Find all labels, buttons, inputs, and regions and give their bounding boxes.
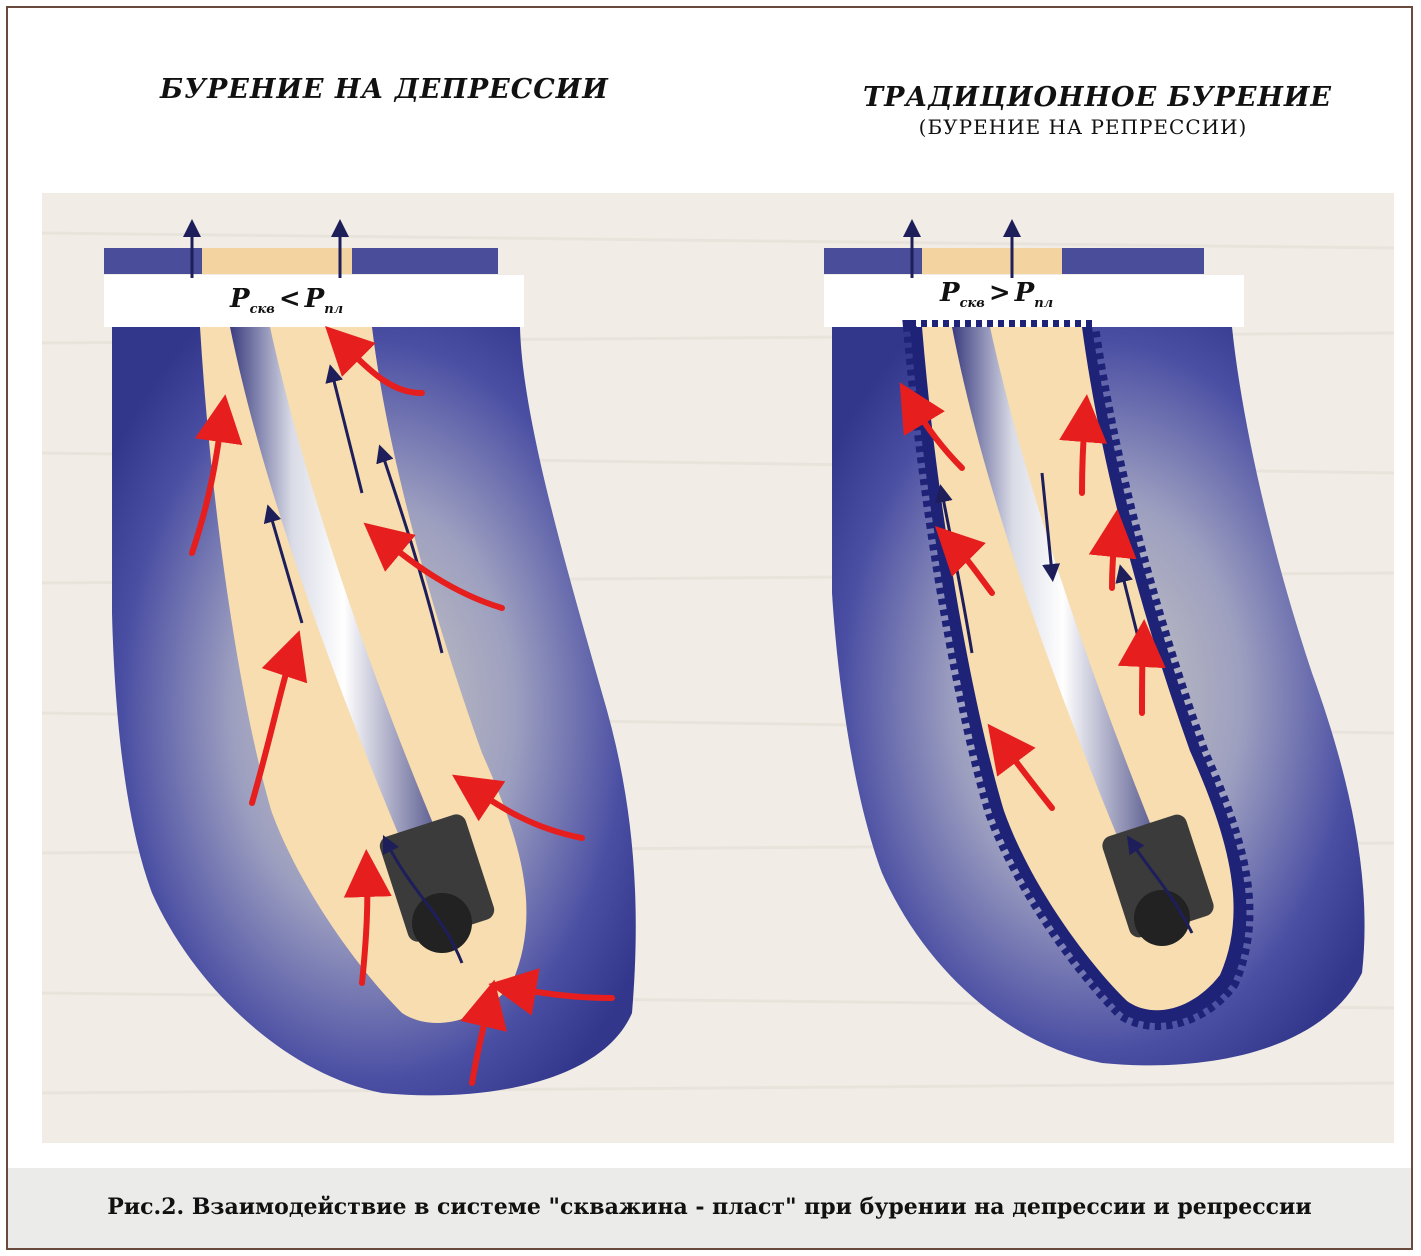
formula-right: Pскв>Pпл <box>940 278 1053 311</box>
formula-left-op: < <box>279 284 301 314</box>
formula-right-sub1: скв <box>960 296 985 311</box>
wellbore-illustration <box>42 193 1394 1143</box>
formula-right-sub2: пл <box>1034 296 1053 311</box>
caption-bar: Рис.2. Взаимодействие в системе "скважин… <box>8 1168 1411 1250</box>
title-conventional-sub: (БУРЕНИЕ НА РЕПРЕССИИ) <box>863 115 1303 139</box>
formula-left-sub1: скв <box>250 302 275 317</box>
title-underbalanced-drilling: БУРЕНИЕ НА ДЕПРЕССИИ <box>160 74 609 105</box>
formula-left-p2: P <box>305 284 325 314</box>
formula-left: Pскв<Pпл <box>230 284 343 317</box>
formula-left-p: P <box>230 284 250 314</box>
formula-left-sub2: пл <box>324 302 343 317</box>
figure-frame: БУРЕНИЕ НА ДЕПРЕССИИ ТРАДИЦИОННОЕ БУРЕНИ… <box>6 6 1413 1250</box>
title-conventional-drilling: ТРАДИЦИОННОЕ БУРЕНИЕ (БУРЕНИЕ НА РЕПРЕСС… <box>863 82 1303 139</box>
formula-right-p: P <box>940 278 960 308</box>
formula-right-op: > <box>989 278 1011 308</box>
title-conventional-main: ТРАДИЦИОННОЕ БУРЕНИЕ <box>863 82 1303 113</box>
formula-right-p2: P <box>1015 278 1035 308</box>
figure-caption: Рис.2. Взаимодействие в системе "скважин… <box>8 1194 1411 1220</box>
